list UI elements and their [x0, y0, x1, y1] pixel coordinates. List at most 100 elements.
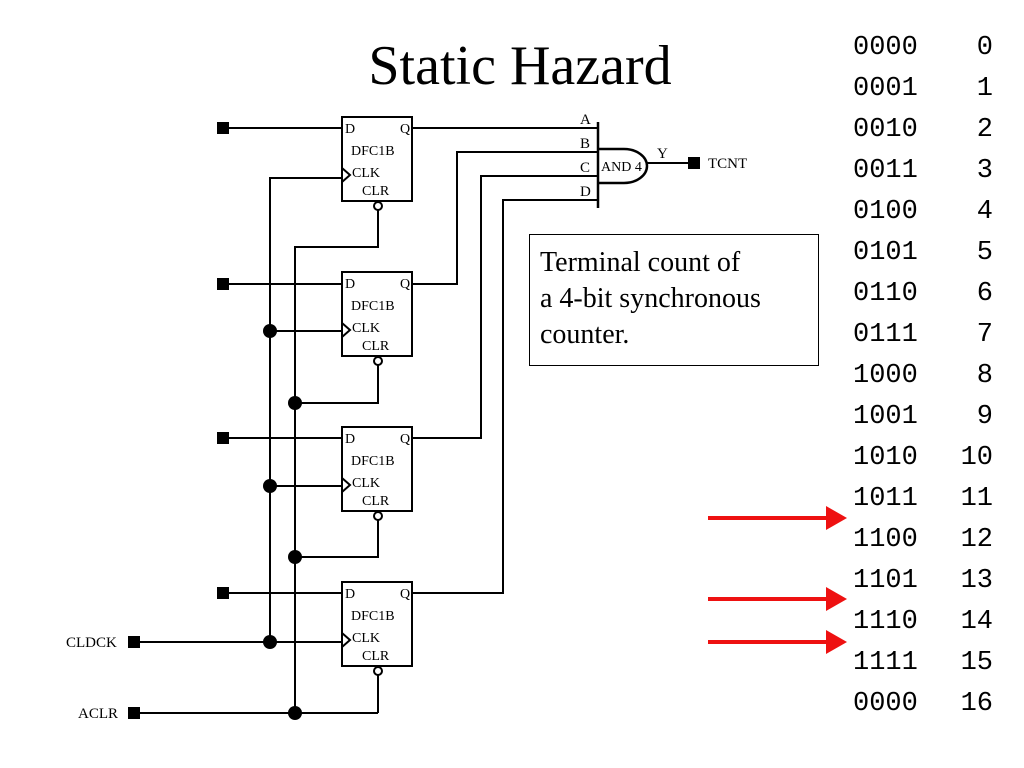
count-binary: 1111 — [853, 648, 918, 678]
count-decimal: 14 — [960, 607, 993, 637]
highlight-arrow-12 — [708, 506, 847, 530]
count-row: 1011 11 — [853, 479, 993, 520]
and-output-y: Y — [657, 146, 668, 162]
count-decimal: 0 — [976, 33, 993, 63]
ff3-type-label: DFC1B — [351, 454, 395, 469]
count-row: 0000 16 — [853, 684, 993, 725]
count-row: 0010 2 — [853, 110, 993, 151]
clear-input-terminal — [128, 707, 140, 719]
count-decimal: 10 — [960, 443, 993, 473]
count-row: 0001 1 — [853, 69, 993, 110]
count-binary: 1100 — [853, 525, 918, 555]
count-decimal: 1 — [976, 74, 993, 104]
count-row: 1111 15 — [853, 643, 993, 684]
tcnt-output-terminal — [688, 157, 700, 169]
count-decimal: 15 — [960, 648, 993, 678]
count-decimal: 3 — [976, 156, 993, 186]
ff2-pin-clk: CLK — [352, 321, 380, 336]
ff4-pin-clr: CLR — [362, 649, 390, 664]
d-inputs — [217, 122, 342, 599]
clear-port-label: ACLR — [78, 706, 118, 722]
clear-junction-dot — [288, 706, 302, 720]
count-binary: 1110 — [853, 607, 918, 637]
clock-bus — [128, 177, 342, 649]
ff2-pin-q: Q — [400, 277, 410, 292]
count-decimal: 4 — [976, 197, 993, 227]
flip-flop-4-labels: D Q DFC1B CLK CLR — [345, 587, 410, 664]
count-row: 1000 8 — [853, 356, 993, 397]
count-binary: 0011 — [853, 156, 918, 186]
d-input-terminal-1 — [217, 122, 229, 134]
flip-flop-1-labels: D Q DFC1B CLK CLR — [345, 122, 410, 199]
clr-bubble — [373, 201, 383, 211]
d-input-terminal-2 — [217, 278, 229, 290]
flip-flop-4 — [341, 581, 413, 667]
count-row: 1100 12 — [853, 520, 993, 561]
clock-junction-dot — [263, 324, 277, 338]
count-decimal: 8 — [976, 361, 993, 391]
flip-flop-2 — [341, 271, 413, 357]
clear-junction-dot — [288, 550, 302, 564]
count-binary: 0010 — [853, 115, 918, 145]
note-line: counter. — [540, 319, 630, 350]
note-line: a 4-bit synchronous — [540, 283, 761, 314]
ff1-pin-q: Q — [400, 122, 410, 137]
count-decimal: 12 — [960, 525, 993, 555]
and-gate: AND 4 A B C D Y — [580, 112, 700, 208]
count-binary: 1010 — [853, 443, 918, 473]
ff1-pin-clr: CLR — [362, 184, 390, 199]
count-binary: 1011 — [853, 484, 918, 514]
ff3-pin-d: D — [345, 432, 355, 447]
ff4-pin-d: D — [345, 587, 355, 602]
flip-flop-1 — [341, 116, 413, 202]
clock-junction-dot — [263, 635, 277, 649]
clr-bubble — [373, 666, 383, 676]
count-binary: 0000 — [853, 33, 918, 63]
highlight-arrow-14 — [708, 587, 847, 611]
count-decimal: 5 — [976, 238, 993, 268]
ff4-pin-clk: CLK — [352, 631, 380, 646]
note-box: Terminal count of a 4-bit synchronous co… — [529, 234, 819, 366]
count-decimal: 13 — [960, 566, 993, 596]
count-binary: 0100 — [853, 197, 918, 227]
clock-triangles — [341, 167, 352, 648]
count-row: 0011 3 — [853, 151, 993, 192]
tcnt-label: TCNT — [708, 156, 747, 172]
count-row: 1101 13 — [853, 561, 993, 602]
clear-junction-dot — [288, 396, 302, 410]
note-line: Terminal count of — [540, 247, 741, 278]
clock-input-terminal — [128, 636, 140, 648]
ff3-pin-clr: CLR — [362, 494, 390, 509]
and-gate-label: AND 4 — [601, 160, 642, 175]
q-output-wires — [412, 127, 598, 594]
count-row: 0100 4 — [853, 192, 993, 233]
count-decimal: 11 — [960, 484, 993, 514]
ff4-type-label: DFC1B — [351, 609, 395, 624]
flip-flop-3-labels: D Q DFC1B CLK CLR — [345, 432, 410, 509]
count-binary: 0000 — [853, 689, 918, 719]
count-binary: 0101 — [853, 238, 918, 268]
count-decimal: 2 — [976, 115, 993, 145]
and-input-c: C — [580, 160, 590, 176]
count-binary: 0001 — [853, 74, 918, 104]
count-binary: 1000 — [853, 361, 918, 391]
and-input-b: B — [580, 136, 590, 152]
count-binary: 1101 — [853, 566, 918, 596]
count-decimal: 7 — [976, 320, 993, 350]
clr-bubble — [373, 511, 383, 521]
ff1-pin-d: D — [345, 122, 355, 137]
d-input-terminal-3 — [217, 432, 229, 444]
count-decimal: 16 — [960, 689, 993, 719]
highlight-arrows — [708, 506, 847, 654]
ff3-pin-q: Q — [400, 432, 410, 447]
and-input-a: A — [580, 112, 591, 128]
ff1-pin-clk: CLK — [352, 166, 380, 181]
clear-bus — [128, 201, 383, 720]
highlight-arrow-15 — [708, 630, 847, 654]
